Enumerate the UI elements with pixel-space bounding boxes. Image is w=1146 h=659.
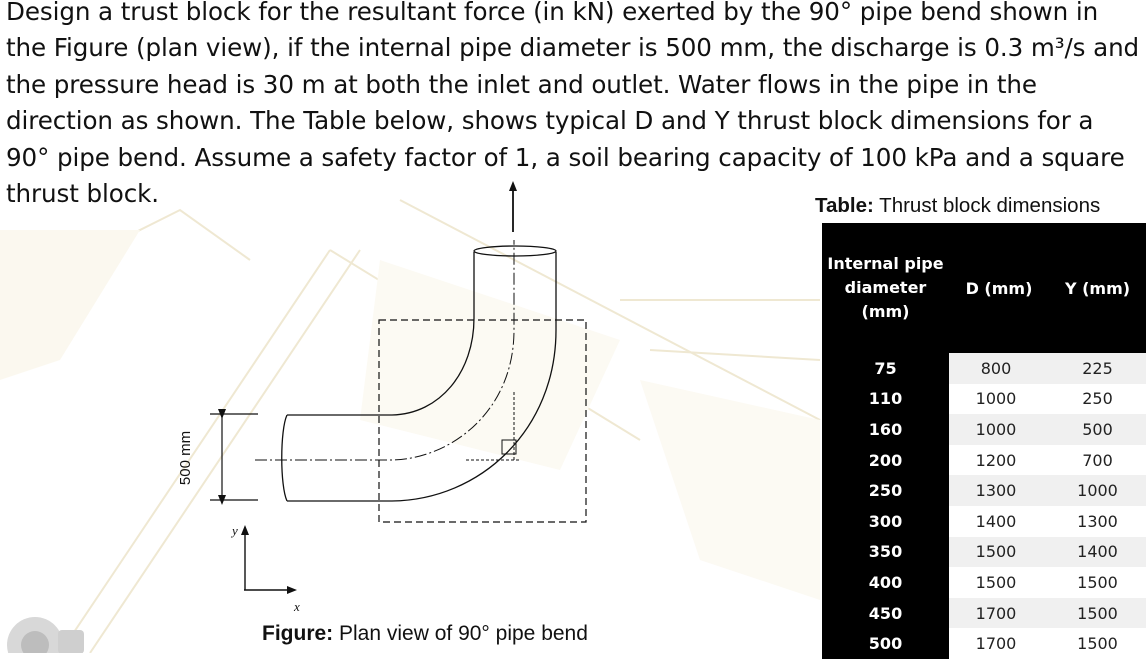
cell-d: 800 [949,353,1049,384]
table-caption-text: Thrust block dimensions [873,194,1101,217]
dimension-label: 500 mm [177,431,194,485]
cell-y: 225 [1049,353,1146,384]
cell-d: 1500 [949,536,1049,568]
cell-d: 1700 [949,597,1049,629]
table-header-row: Internal pipe diameter (mm) D (mm) Y (mm… [822,223,1146,353]
gear-watermark-icon [7,617,84,653]
y-axis-label: y [230,523,238,538]
cell-diameter: 75 [822,353,949,384]
cell-d: 1500 [949,567,1049,598]
pipe-bend-figure: 500 mm y x [177,181,587,614]
cell-d: 1300 [949,475,1049,506]
cell-y: 1500 [1049,597,1146,629]
figure-caption-label: Figure: [262,622,334,645]
cell-diameter: 110 [822,383,949,415]
table-caption: Table: Thrust block dimensions [815,194,1100,218]
cell-d: 1700 [949,628,1049,659]
header-internal-diameter: Internal pipe diameter (mm) [822,223,949,353]
cell-y: 1400 [1049,536,1146,568]
thrust-block-outline [378,319,587,523]
pipe-centerline [255,240,515,461]
cell-diameter: 450 [822,597,949,629]
figure-caption-text: Plan view of 90° pipe bend [333,622,588,645]
pipe-bend [281,245,557,502]
cell-y: 1000 [1049,475,1146,506]
problem-statement: Design a trust block for the resultant f… [6,0,1144,212]
cell-diameter: 350 [822,536,949,568]
cell-diameter: 250 [822,475,949,506]
cell-y: 1500 [1049,567,1146,598]
diameter-dimension [210,409,258,505]
coordinate-axes [241,525,297,594]
cell-y: 1500 [1049,628,1146,659]
thrust-block-table: Internal pipe diameter (mm) D (mm) Y (mm… [822,223,1146,659]
cell-d: 1400 [949,505,1049,537]
cell-d: 1000 [949,383,1049,415]
x-axis-label: x [293,599,300,614]
cell-y: 700 [1049,444,1146,476]
table-caption-label: Table: [815,194,874,217]
right-angle-marker [501,439,517,455]
cell-diameter: 300 [822,505,949,537]
figure-caption: Figure: Plan view of 90° pipe bend [262,622,588,646]
cell-y: 250 [1049,383,1146,415]
cell-d: 1200 [949,444,1049,476]
problem-text: Design a trust block for the resultant f… [6,0,1140,209]
cell-y: 500 [1049,414,1146,445]
cell-diameter: 400 [822,567,949,598]
cell-y: 1300 [1049,505,1146,537]
header-d: D (mm) [949,223,1049,353]
cell-diameter: 200 [822,444,949,476]
header-y: Y (mm) [1049,223,1146,353]
cell-d: 1000 [949,414,1049,445]
cell-diameter: 160 [822,414,949,445]
cell-diameter: 500 [822,628,949,659]
